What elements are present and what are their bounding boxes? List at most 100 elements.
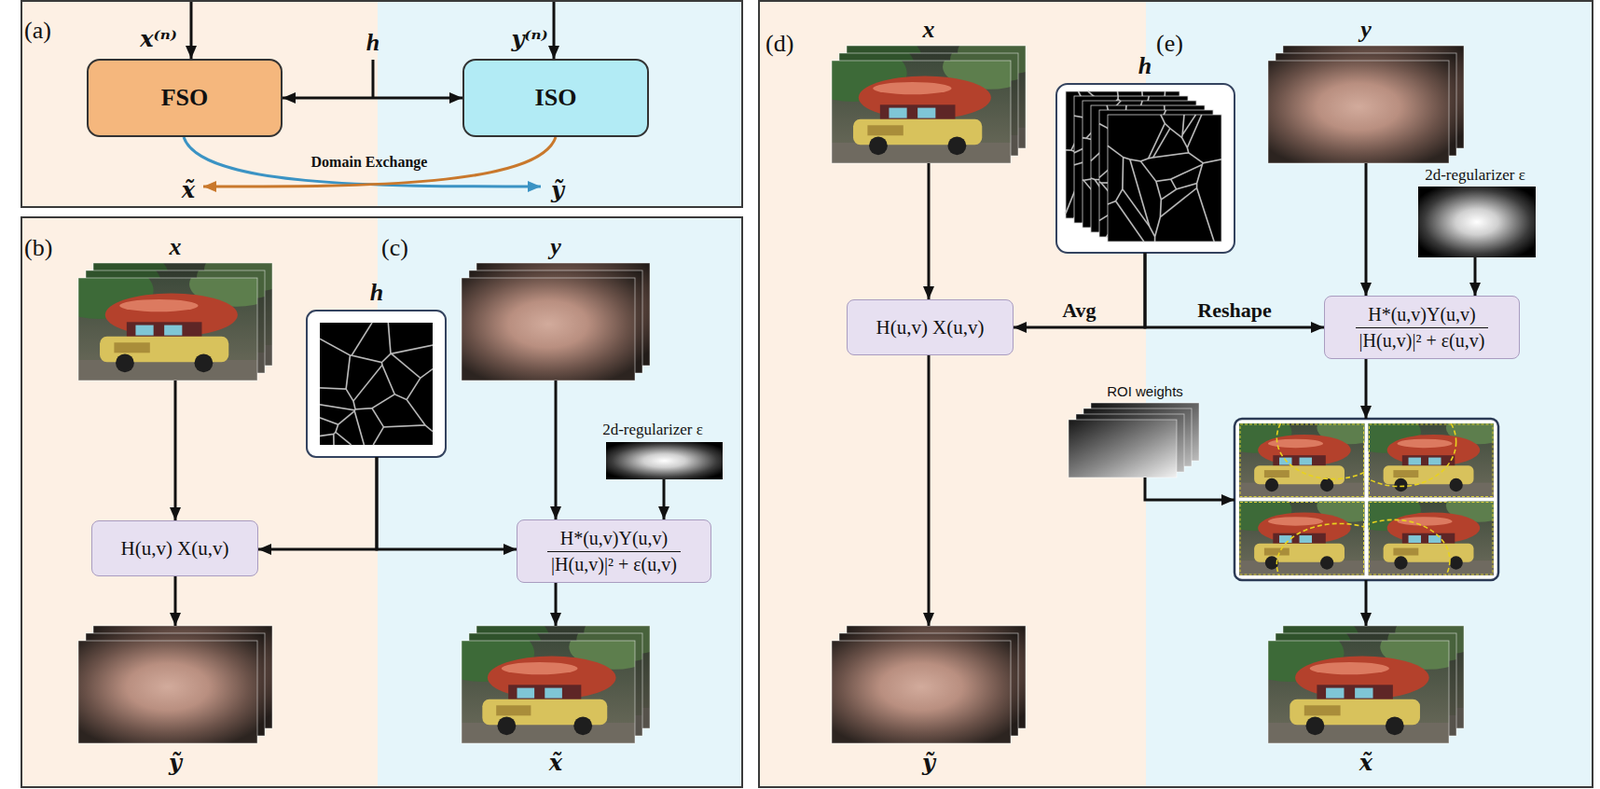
exchange-curve (183, 137, 541, 187)
window (1428, 457, 1441, 466)
panel-ground (377, 216, 744, 788)
image-label: x (923, 15, 936, 44)
wheel (1320, 478, 1334, 492)
roi-weight-map (1068, 419, 1177, 478)
image-label: x (169, 233, 182, 262)
frame-edge (461, 277, 635, 381)
image-stack (1268, 45, 1464, 164)
window (1408, 457, 1421, 466)
formula-text: H*(u,v)Y(u,v) (556, 527, 673, 552)
process-box: ISO (462, 58, 649, 138)
image-stack (430, 608, 676, 744)
regularizer-map (1418, 186, 1536, 258)
layout-arrows (183, 0, 1366, 626)
photo-scene (831, 60, 1011, 164)
psf-image (319, 322, 433, 445)
frame-edge (461, 640, 635, 744)
window (517, 688, 536, 699)
formula-text: H*(u,v)Y(u,v) (1364, 303, 1480, 328)
image-stack: x (78, 233, 273, 381)
panel-ground (20, 216, 378, 788)
caustic-lines (319, 322, 433, 445)
regularizer-map: 2d-regularizer ε (602, 420, 723, 480)
psf-background (1107, 114, 1222, 242)
window (1408, 535, 1421, 543)
image-stack (45, 246, 297, 381)
psf-frame (306, 310, 446, 457)
sausage-body (487, 656, 617, 700)
panel-label: (c) (381, 234, 409, 263)
roi-cell-border (1369, 502, 1494, 576)
window (164, 325, 182, 336)
image-label: ỹ (168, 749, 182, 776)
highlight (1396, 439, 1452, 449)
wheel (1448, 555, 1463, 569)
edge-label: Reshape (1197, 298, 1271, 322)
sausage-body (1295, 656, 1430, 700)
exchange-curve (203, 137, 556, 187)
panel-label: (b) (24, 234, 53, 263)
window (1299, 535, 1312, 543)
psf-frame (1056, 83, 1235, 253)
blurred-measurement (1268, 60, 1449, 164)
flow-arrow (1365, 358, 1368, 419)
blurred-measurement (461, 277, 635, 381)
photo-scene (1239, 501, 1366, 577)
wheel (1385, 716, 1405, 735)
connector-arrow (174, 380, 178, 521)
car-detail (1264, 469, 1290, 478)
frame-edge (1068, 419, 1177, 478)
edge-label: Avg (1062, 298, 1096, 322)
wheel (1448, 478, 1463, 492)
input-arrow (552, 0, 556, 59)
psf-image (1107, 114, 1222, 242)
sausage-body (1257, 511, 1352, 543)
panel-label: (e) (1156, 29, 1184, 58)
sausage-body (858, 76, 992, 120)
road (78, 359, 258, 381)
car-detail (1304, 704, 1341, 716)
panel-label: (a) (24, 16, 52, 45)
connector-arrow (554, 582, 558, 626)
car-detail (1393, 548, 1419, 556)
road (461, 722, 635, 744)
roi-grid-frame (1234, 418, 1499, 580)
image-label: ROI weights (1106, 383, 1184, 400)
road (1268, 722, 1449, 744)
window (544, 688, 563, 699)
panel-ground (377, 0, 744, 208)
wheel (496, 716, 516, 735)
image-stack (461, 262, 650, 381)
connector-arrow (1474, 257, 1477, 296)
roi-cell-border (1240, 502, 1365, 576)
signal-label: x⁽ⁿ⁾ (139, 26, 178, 53)
wheel (1265, 478, 1279, 492)
image-label: 2d-regularizer ε (1424, 165, 1526, 185)
connector-arrow (258, 456, 377, 550)
image-label: h (370, 278, 384, 307)
panel-frame: (b)(c)xhy2d-regularizer εH(u,v) X(u,v)H*… (20, 216, 744, 788)
frame-edge (831, 640, 1011, 744)
canopy (1316, 684, 1393, 702)
formula-text: H(u,v) X(u,v) (875, 316, 984, 339)
wheel (194, 353, 214, 373)
window (1299, 457, 1312, 466)
connector-arrow (174, 576, 178, 626)
panel-label: (d) (765, 29, 794, 58)
connector-arrow (1013, 252, 1145, 328)
image-stack: y (1268, 15, 1464, 164)
image-stack (831, 625, 1026, 744)
psf-wire (372, 59, 375, 98)
frame-edge (1107, 114, 1222, 242)
photo-scene (1239, 423, 1366, 498)
psf-stack: h (1056, 52, 1235, 253)
sausage-body (1387, 434, 1481, 466)
formula-text: |H(u,v)|² + ε(u,v) (547, 551, 681, 576)
illustrations (45, 28, 1536, 744)
image-label: x̃ (1359, 749, 1373, 776)
image-stack: x (831, 15, 1026, 164)
image-stack (799, 28, 1050, 164)
canopy (1272, 533, 1325, 546)
road (1239, 560, 1366, 576)
